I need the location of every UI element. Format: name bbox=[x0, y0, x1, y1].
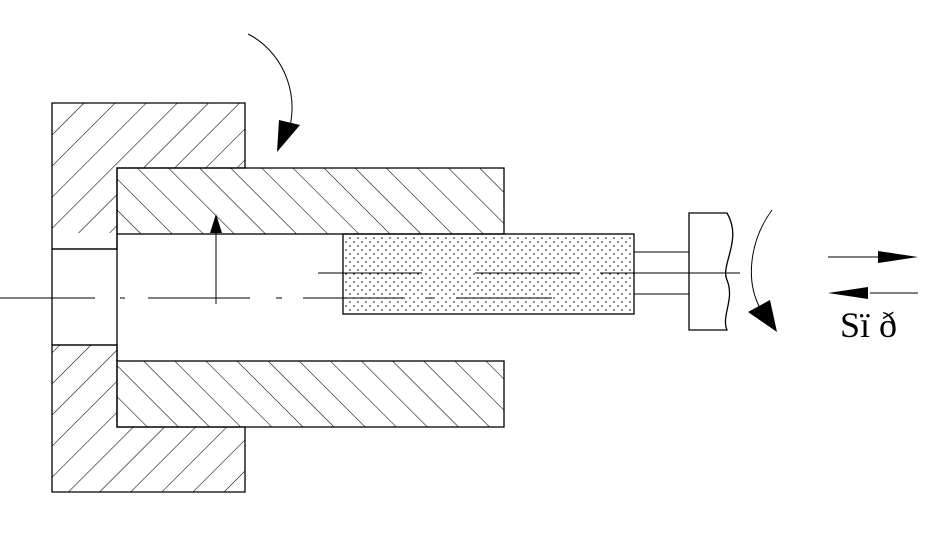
workpiece-rotation-arrow bbox=[247, 33, 300, 152]
feed-arrow-right bbox=[828, 251, 918, 263]
tool-rotation-arrow bbox=[748, 209, 777, 332]
feed-label: Sï ð bbox=[840, 305, 897, 345]
tool-body bbox=[342, 233, 635, 315]
tool-holder bbox=[688, 212, 734, 331]
workpiece-lower-wall bbox=[116, 360, 505, 428]
housing-bore bbox=[51, 248, 117, 346]
tool-shank bbox=[634, 251, 689, 295]
workpiece-upper-wall bbox=[116, 167, 505, 235]
feed-arrow-left bbox=[828, 287, 918, 299]
radial-arrow bbox=[210, 214, 222, 304]
